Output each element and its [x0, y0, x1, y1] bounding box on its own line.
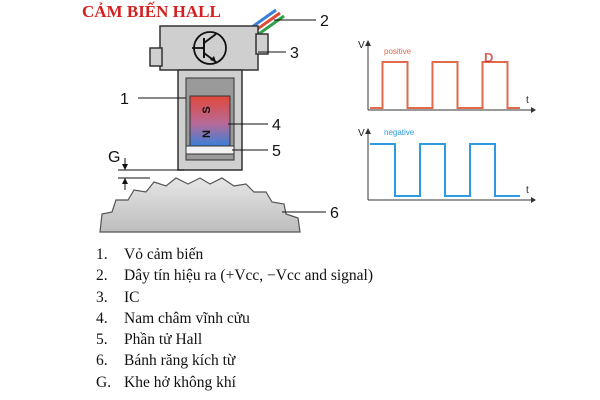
- component-legend: 1.Vỏ cảm biến 2.Dây tín hiệu ra (+Vcc, −…: [96, 244, 373, 393]
- positive-signal-graph: V t positive: [358, 40, 536, 113]
- callout-1: 1: [120, 91, 129, 108]
- positive-y-label: V: [358, 40, 365, 51]
- callout-3: 3: [290, 45, 299, 62]
- callout-g: G: [108, 149, 120, 166]
- legend-item: 6.Bánh răng kích từ: [96, 352, 236, 370]
- hall-sensor-diagram: S N 2 3 1 4 5 6 G V t positive: [99, 8, 536, 233]
- legend-item: 1.Vỏ cảm biến: [96, 246, 204, 263]
- diagram-title: CẢM BIẾN HALL: [82, 2, 221, 21]
- magnet-pole-s: S: [201, 106, 213, 113]
- legend-item: 5.Phần tử Hall: [96, 331, 203, 349]
- negative-label: negative: [384, 128, 415, 137]
- positive-label: positive: [384, 47, 412, 56]
- callout-leaders: [138, 19, 326, 213]
- transistor-icon: [192, 31, 227, 65]
- legend-item: 3.IC: [96, 288, 140, 306]
- legend-item: 2.Dây tín hiệu ra (+Vcc, −Vcc and signal…: [96, 267, 374, 285]
- legend-item: 4.Nam châm vĩnh cửu: [96, 309, 250, 327]
- watermark-logo: D: [484, 50, 494, 65]
- negative-x-label: t: [526, 185, 529, 196]
- callout-6: 6: [330, 205, 339, 222]
- callout-5: 5: [272, 143, 281, 160]
- callout-4: 4: [272, 117, 281, 134]
- magnet-pole-n: N: [201, 130, 213, 138]
- air-gap-marker: [118, 158, 184, 190]
- permanent-magnet: S N: [189, 95, 231, 147]
- ic-housing: [149, 25, 269, 71]
- positive-x-label: t: [526, 95, 529, 106]
- callout-2: 2: [320, 13, 329, 30]
- negative-waveform: [370, 143, 520, 197]
- negative-signal-graph: V t negative: [358, 128, 536, 203]
- negative-y-label: V: [358, 128, 365, 139]
- hall-element: [185, 145, 235, 155]
- positive-waveform: [370, 61, 520, 109]
- legend-item: G.Khe hở không khí: [96, 373, 236, 391]
- gear-wheel: [99, 177, 301, 233]
